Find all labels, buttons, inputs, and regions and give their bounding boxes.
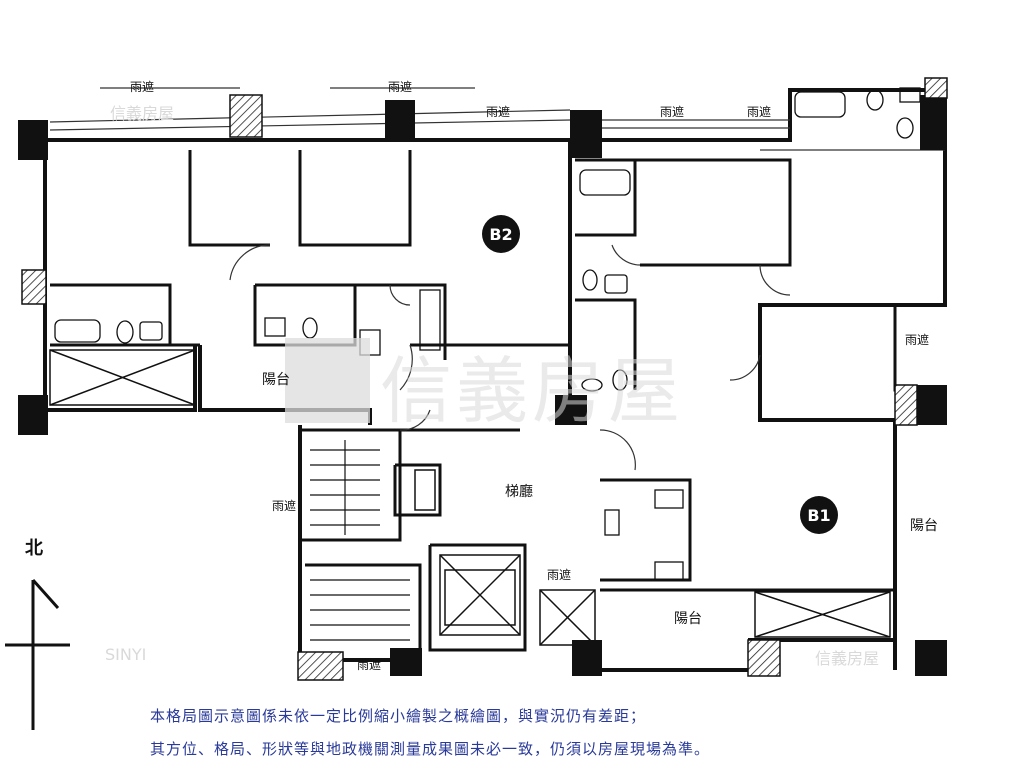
canopy-label: 雨遮 — [747, 105, 772, 119]
canopy-label: 雨遮 — [905, 333, 930, 347]
room-balcony-right: 陽台 — [910, 518, 938, 534]
room-lobby: 梯廳 — [505, 484, 533, 500]
watermark-brand: 信義房屋 — [380, 349, 685, 433]
room-balcony-left: 陽台 — [262, 372, 290, 388]
watermark-logo — [285, 338, 370, 423]
compass-north-label: 北 — [25, 538, 43, 559]
hatched-columns — [21, 77, 948, 681]
canopy-label: 雨遮 — [388, 80, 413, 94]
watermark-brand-top: 信義房屋 — [110, 104, 175, 123]
canopy-label: 雨遮 — [272, 499, 297, 513]
disclaimer-line-2: 其方位、格局、形狀等與地政機關測量成果圖未必一致，仍須以房屋現場為準。 — [150, 740, 711, 758]
balcony-hatch-areas — [49, 349, 891, 646]
fixtures — [54, 87, 921, 581]
unit-b1-badge: B1 — [800, 496, 838, 534]
canopy-label: 雨遮 — [357, 658, 382, 672]
unit-b2-badge: B2 — [482, 215, 520, 253]
canopy-label: 雨遮 — [130, 80, 155, 94]
structural-columns — [18, 95, 947, 676]
canopy-label: 雨遮 — [660, 105, 685, 119]
canopy-lines — [49, 87, 945, 151]
room-balcony-bottom: 陽台 — [674, 611, 702, 627]
disclaimer-line-1: 本格局圖示意圖係未依一定比例縮小繪製之概繪圖，與實況仍有差距； — [150, 707, 647, 725]
interior-walls — [50, 150, 945, 652]
compass-symbol — [5, 579, 70, 730]
door-swings — [229, 244, 791, 471]
stairs — [310, 440, 410, 641]
canopy-label: 雨遮 — [547, 568, 572, 582]
canopy-label: 雨遮 — [486, 105, 511, 119]
watermark-latin: SINYI — [105, 645, 147, 664]
watermark-brand-bottom: 信義房屋 — [815, 649, 880, 668]
